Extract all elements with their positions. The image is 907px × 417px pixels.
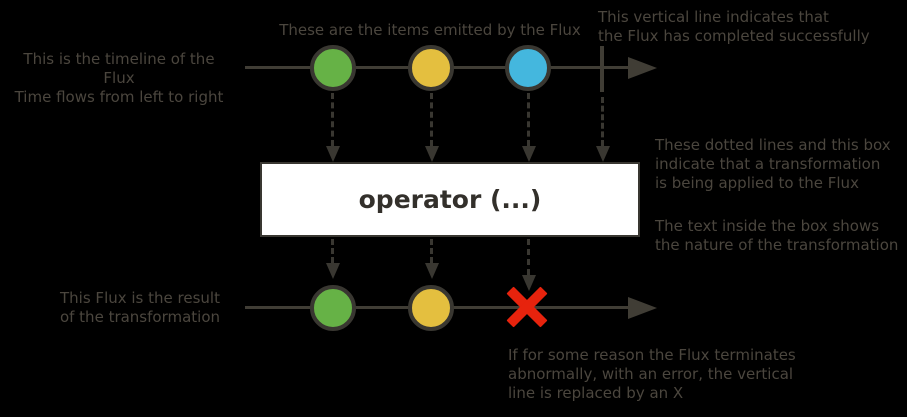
dotted-connector	[331, 239, 334, 263]
source-marble-yellow	[408, 45, 454, 91]
note-line: This vertical line indicates that	[598, 8, 829, 26]
dotted-connector	[430, 93, 433, 146]
note-line: indicate that a transformation	[655, 155, 881, 173]
note-line: These dotted lines and this box	[655, 136, 891, 154]
note-line: is being applied to the Flux	[655, 174, 859, 192]
note-line: If for some reason the Flux terminates	[508, 346, 796, 364]
note-line: These are the items emitted by the Flux	[279, 21, 581, 39]
result-timeline-arrowhead-icon	[628, 297, 657, 319]
dotted-connector	[527, 93, 530, 146]
note-line: This Flux is the result	[60, 289, 220, 307]
result-marble-green	[310, 285, 356, 331]
dotted-connector-arrowhead-icon	[326, 146, 340, 162]
error-marker-icon	[507, 287, 547, 327]
dotted-connector-arrowhead-icon	[522, 146, 536, 162]
note-line: of the transformation	[59, 308, 221, 326]
dotted-connector	[430, 239, 433, 263]
note-line: the nature of the transformation	[655, 236, 899, 254]
note-line: line is replaced by an X	[508, 384, 684, 402]
dotted-connector-arrowhead-icon	[425, 146, 439, 162]
note-source-timeline: This is the timeline of the Flux Time fl…	[8, 50, 230, 107]
dotted-connector	[331, 93, 334, 146]
operator-label: operator (...)	[358, 185, 542, 214]
dotted-connector	[601, 97, 604, 146]
note-transformation: These dotted lines and this box indicate…	[655, 136, 891, 193]
source-marble-blue	[505, 45, 551, 91]
note-line: The text inside the box shows	[655, 217, 880, 235]
note-error-termination: If for some reason the Flux terminates a…	[508, 346, 796, 403]
note-line: Time flows from left to right	[14, 88, 224, 106]
note-emitted-items: These are the items emitted by the Flux	[275, 21, 585, 40]
source-timeline-arrowhead-icon	[628, 57, 657, 79]
note-line: the Flux has completed successfully	[598, 27, 870, 45]
source-marble-green	[310, 45, 356, 91]
note-box-text: The text inside the box shows the nature…	[655, 217, 898, 255]
dotted-connector-arrowhead-icon	[425, 263, 439, 279]
complete-marker	[600, 46, 604, 92]
result-marble-yellow	[408, 285, 454, 331]
note-result-flux: This Flux is the result of the transform…	[34, 289, 246, 327]
note-complete-line: This vertical line indicates that the Fl…	[598, 8, 870, 46]
dotted-connector	[527, 239, 530, 275]
note-line: This is the timeline of the Flux	[23, 50, 215, 87]
dotted-connector-arrowhead-icon	[326, 263, 340, 279]
dotted-connector-arrowhead-icon	[596, 146, 610, 162]
note-line: abnormally, with an error, the vertical	[508, 365, 794, 383]
operator-box: operator (...)	[260, 162, 640, 237]
